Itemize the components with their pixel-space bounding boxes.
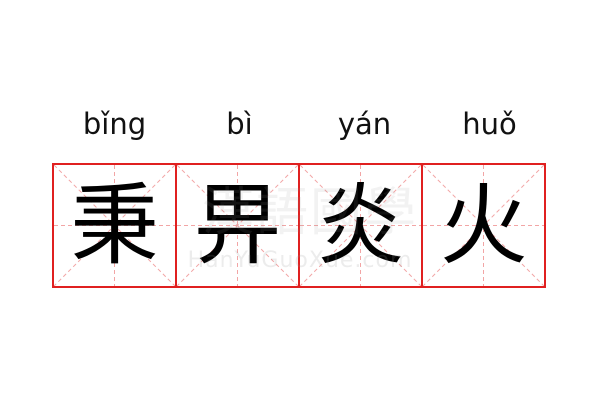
character-cell-3: 炎 — [298, 163, 423, 288]
pinyin-2: bì — [226, 107, 253, 141]
character-1: 秉 — [70, 173, 159, 277]
guide-lines — [54, 165, 175, 286]
guide-lines — [300, 165, 421, 286]
pinyin-4: huǒ — [462, 107, 517, 141]
guide-lines — [423, 165, 544, 286]
character-grid: 秉 畀 炎 火 — [52, 163, 552, 288]
guide-lines — [177, 165, 298, 286]
character-cell-1: 秉 — [52, 163, 177, 288]
character-2: 畀 — [193, 173, 282, 277]
character-4: 火 — [439, 173, 528, 277]
character-cell-4: 火 — [421, 163, 546, 288]
pinyin-row: bǐng bì yán huǒ — [52, 104, 552, 144]
character-3: 炎 — [316, 173, 405, 277]
character-cell-2: 畀 — [175, 163, 300, 288]
pinyin-1: bǐng — [82, 107, 147, 141]
pinyin-3: yán — [337, 107, 392, 141]
